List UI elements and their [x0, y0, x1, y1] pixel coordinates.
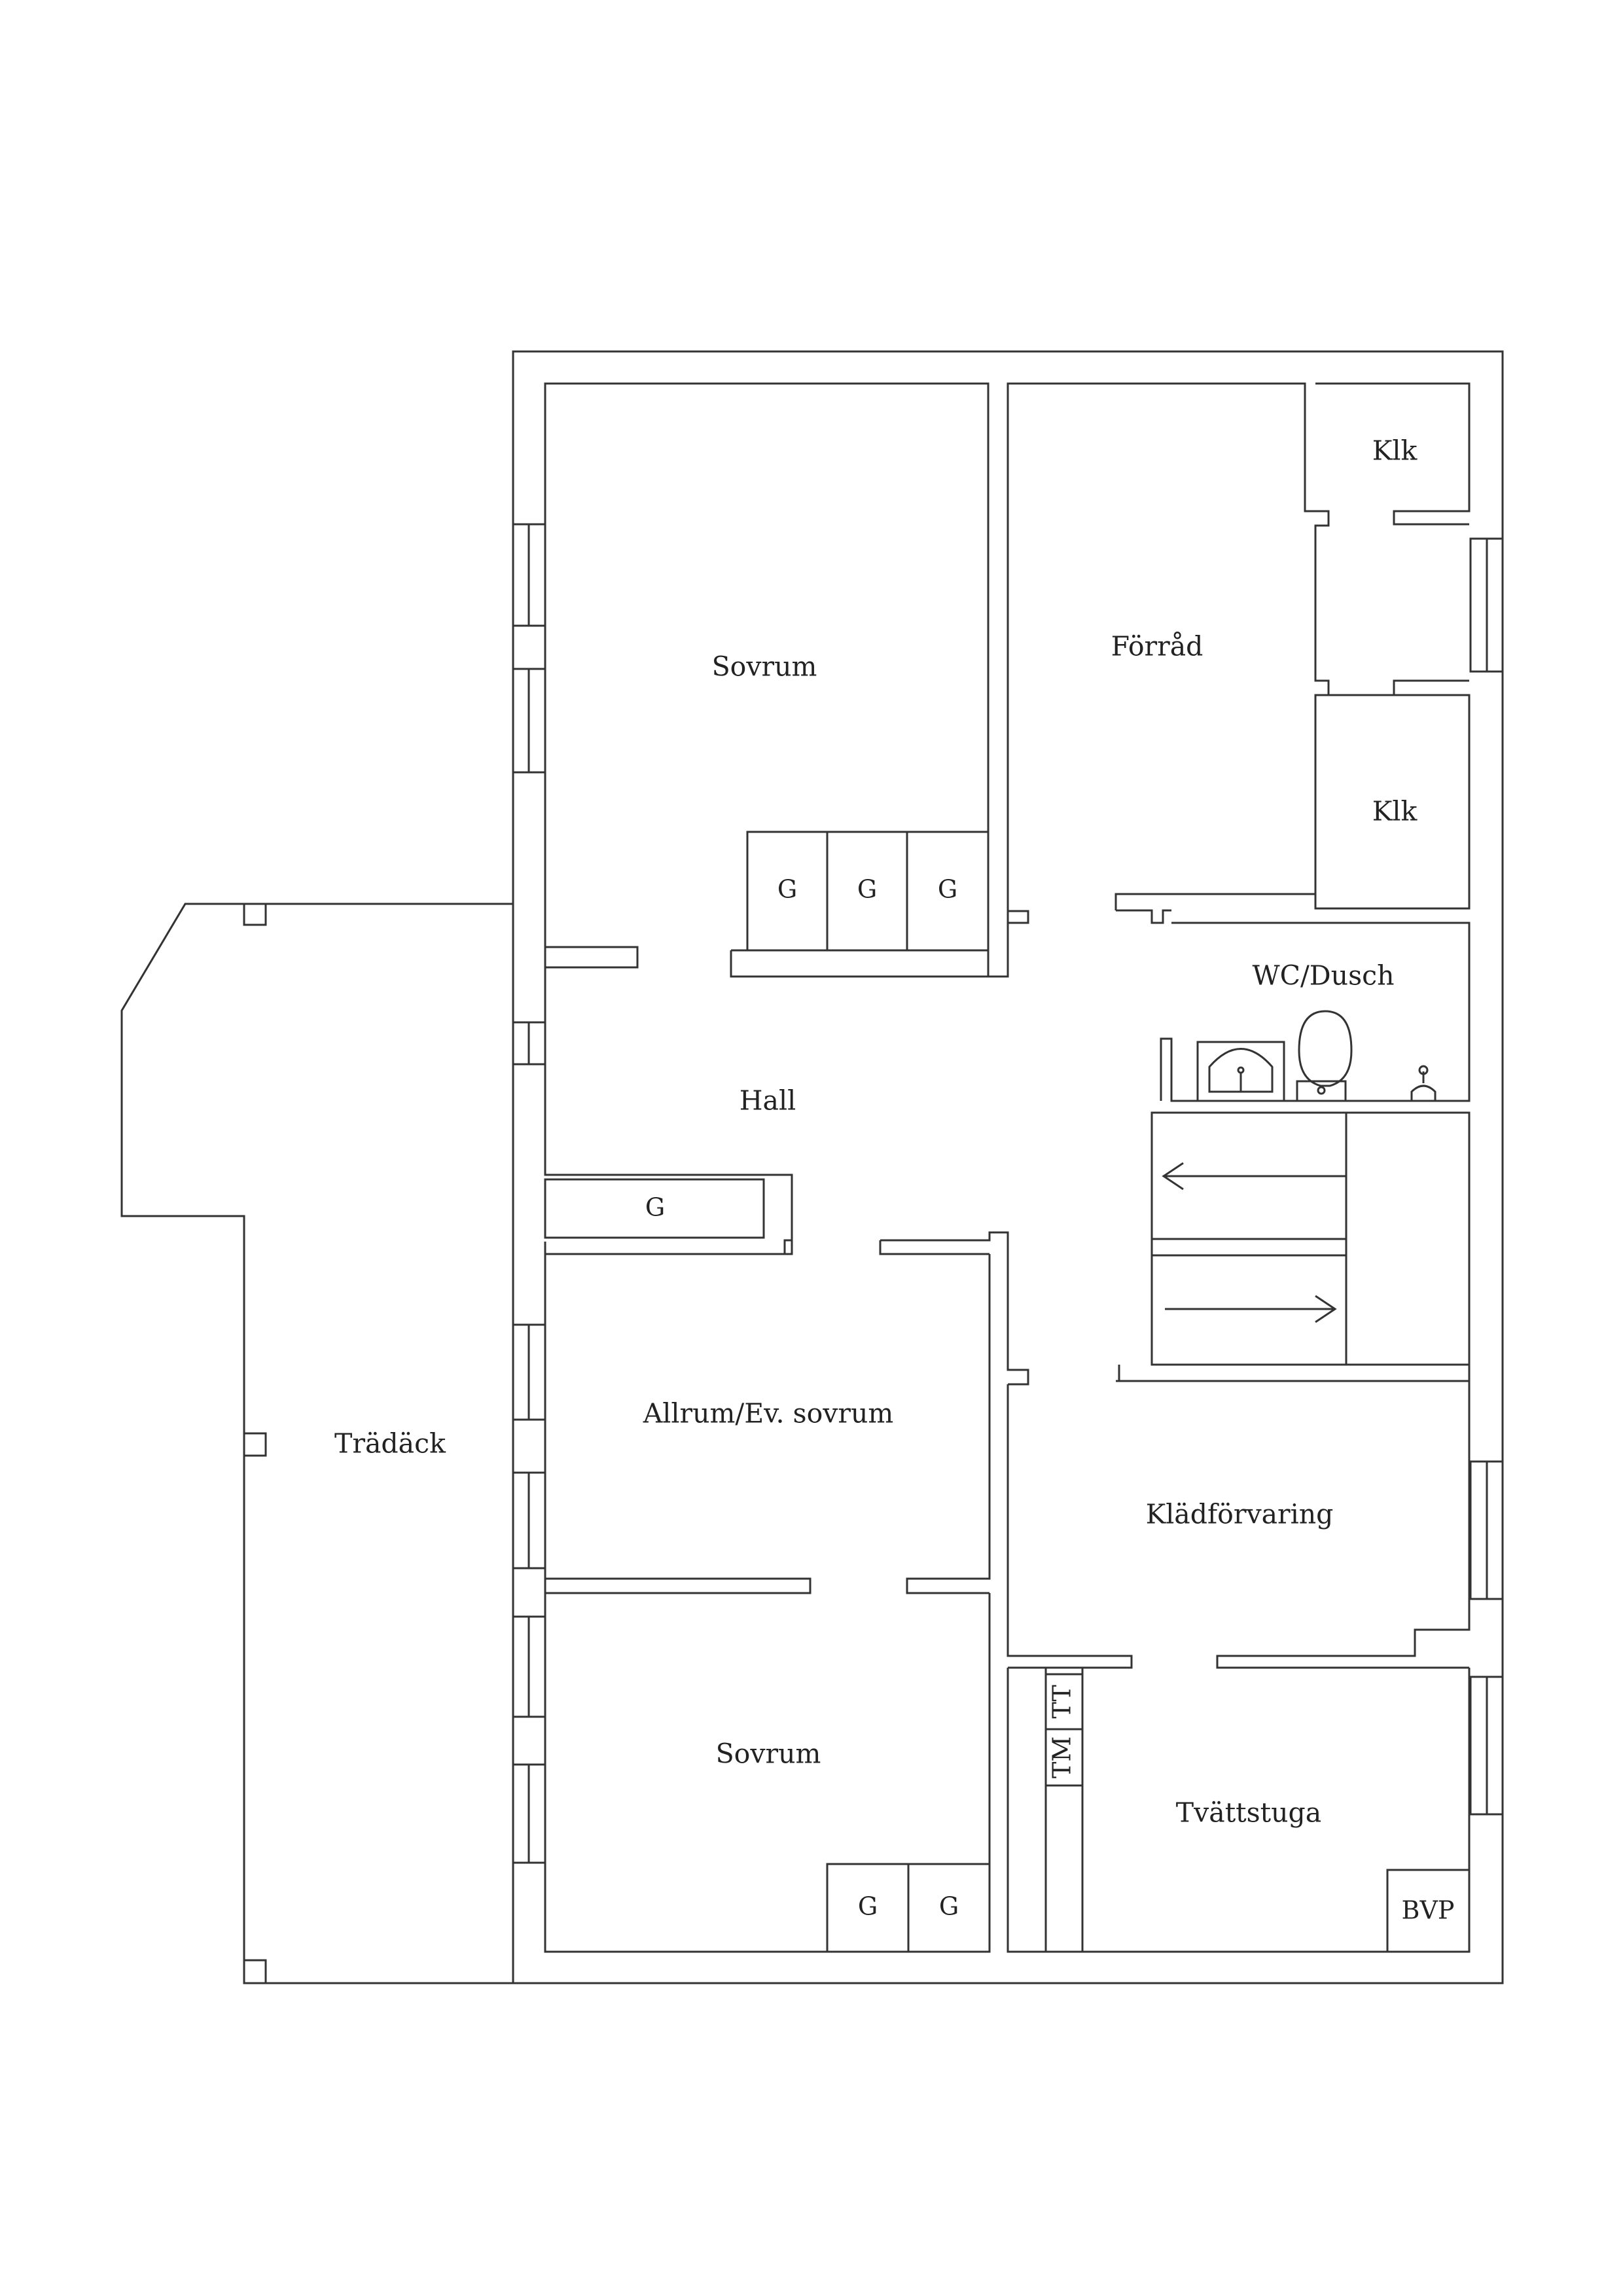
room-sovrum-top: G G G — [544, 382, 990, 978]
room-label-tvattstuga: Tvättstuga — [1176, 1797, 1322, 1829]
shower-cabinet — [1196, 1041, 1285, 1102]
wardrobe-label: G — [858, 1892, 878, 1921]
room-label-tradack: Trädäck — [334, 1428, 446, 1460]
heat-pump — [1386, 1869, 1471, 1953]
wardrobe-label: G — [857, 875, 877, 904]
room-allrum — [544, 1254, 991, 1594]
toilet-tank — [1296, 1080, 1347, 1102]
arrow-left-icon — [1162, 1162, 1346, 1191]
stairs — [1118, 1111, 1471, 1382]
tumble-dryer-label: TT — [1048, 1685, 1077, 1718]
wardrobe-label: G — [939, 1892, 959, 1921]
room-wc-dusch — [1160, 922, 1471, 1114]
room-tvattstuga: TT TM BVP — [1007, 1666, 1471, 1953]
wardrobe — [906, 831, 990, 952]
room-labels: Sovrum Förråd Klk Klk WC/Dusch Hall Allr… — [334, 435, 1418, 1829]
washing-machine-label: TM — [1048, 1736, 1077, 1778]
washing-machine — [1044, 1728, 1084, 1787]
floor-drain-icon — [1410, 1085, 1436, 1101]
arrow-right-icon — [1165, 1295, 1337, 1323]
laundry-column — [1044, 1666, 1084, 1953]
room-label-forrad: Förråd — [1111, 631, 1204, 662]
toilet-icon — [1298, 1010, 1353, 1087]
outer-wall-outside — [512, 350, 1504, 1984]
room-label-kladforvaring: Klädförvaring — [1146, 1499, 1334, 1530]
room-forrad — [1007, 382, 1471, 977]
wardrobe-label: G — [645, 1193, 665, 1222]
deck-outline — [120, 903, 513, 1984]
room-kladforvaring — [1007, 1380, 1471, 1669]
deck-post — [243, 903, 267, 926]
room-label-wc-dusch: WC/Dusch — [1252, 960, 1394, 992]
room-label-sovrum-bottom: Sovrum — [716, 1738, 821, 1770]
heat-pump-label: BVP — [1402, 1896, 1455, 1925]
room-sovrum-bottom: G G — [544, 1593, 991, 1953]
deck-post — [243, 1959, 267, 1984]
deck — [120, 903, 513, 1984]
room-label-allrum: Allrum/Ev. sovrum — [643, 1398, 894, 1429]
room-label-klk-top: Klk — [1372, 435, 1418, 467]
washbasin-icon — [1208, 1048, 1274, 1093]
room-hall: G — [544, 923, 1029, 1386]
hall-wardrobe — [544, 1178, 765, 1239]
room-label-klk-bottom: Klk — [1372, 796, 1418, 827]
room-label-hall: Hall — [740, 1085, 796, 1117]
windows-right — [1469, 537, 1504, 1816]
wardrobe-label: G — [777, 875, 797, 904]
windows-left — [512, 523, 546, 1864]
room-label-sovrum-top: Sovrum — [712, 651, 817, 683]
wardrobe-label: G — [938, 875, 957, 904]
deck-post — [243, 1432, 267, 1457]
wardrobe — [907, 1863, 991, 1953]
